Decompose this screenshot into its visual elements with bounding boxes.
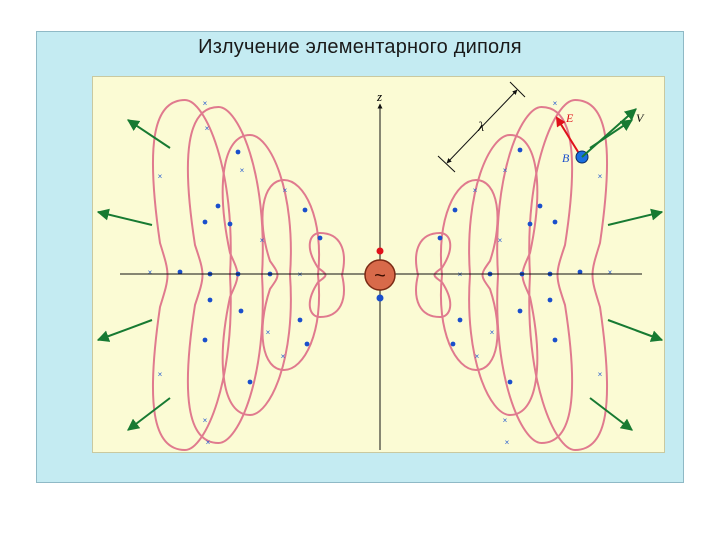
ac-source-icon: ~ xyxy=(374,265,386,287)
b-field-dot xyxy=(547,297,553,303)
field-line-loop xyxy=(261,178,321,372)
magnetic-field-marks: ××××××××××××××××××××××××× xyxy=(148,99,613,447)
b-field-dot xyxy=(517,308,523,314)
b-field-dot xyxy=(202,337,208,343)
b-field-cross: × xyxy=(505,438,510,447)
b-field-cross: × xyxy=(206,438,211,447)
v-vector-label: V xyxy=(636,111,645,125)
b-field-dot xyxy=(177,269,183,275)
b-field-cross: × xyxy=(283,186,288,195)
b-vector-label: B xyxy=(562,151,570,165)
b-field-cross: × xyxy=(203,416,208,425)
b-field-cross: × xyxy=(498,236,503,245)
b-field-cross: × xyxy=(266,328,271,337)
wavelength-dimension xyxy=(446,89,518,164)
b-field-dot xyxy=(537,203,543,209)
b-field-cross: × xyxy=(608,268,613,277)
b-field-cross: × xyxy=(475,352,480,361)
radiation-arrow xyxy=(96,319,153,342)
z-axis-label: z xyxy=(376,89,382,104)
radiation-arrow xyxy=(127,119,171,149)
b-field-cross: × xyxy=(240,166,245,175)
b-field-cross: × xyxy=(281,352,286,361)
radiation-arrow xyxy=(127,397,171,431)
b-field-dot xyxy=(517,147,523,153)
b-field-dot xyxy=(457,317,463,323)
b-field-dot xyxy=(317,235,323,241)
b-field-dot xyxy=(507,379,513,385)
radiation-arrow xyxy=(607,319,664,342)
b-field-dot xyxy=(215,203,221,209)
dipole-source xyxy=(364,259,396,291)
b-field-dot xyxy=(552,337,558,343)
b-field-dot xyxy=(452,207,458,213)
radiation-arrow xyxy=(607,208,664,226)
b-field-cross: × xyxy=(205,124,210,133)
b-field-cross: × xyxy=(260,236,265,245)
wavelength-tick xyxy=(437,155,456,173)
b-field-cross: × xyxy=(598,370,603,379)
b-field-cross: × xyxy=(473,186,478,195)
b-field-cross: × xyxy=(503,416,508,425)
b-field-cross: × xyxy=(553,99,558,108)
b-field-dot xyxy=(577,269,583,275)
field-line-loop xyxy=(151,98,232,452)
radiation-direction-arrows xyxy=(96,108,664,431)
b-field-cross: × xyxy=(490,328,495,337)
e-vector-label: E xyxy=(565,111,574,125)
field-line-loop xyxy=(496,105,574,445)
b-field-dot xyxy=(297,317,303,323)
field-line-loop xyxy=(186,105,264,445)
b-field-cross: × xyxy=(158,370,163,379)
b-field-dot xyxy=(437,235,443,241)
e-vector-arrow xyxy=(555,116,581,156)
field-line-loop xyxy=(439,178,499,372)
b-field-cross: × xyxy=(598,172,603,181)
b-field-dot xyxy=(207,297,213,303)
b-field-dot xyxy=(235,149,241,155)
wavelength-label: λ xyxy=(477,120,484,135)
field-line-loop xyxy=(415,231,452,319)
slide-title: Излучение элементарного диполя xyxy=(198,36,522,58)
b-field-dot xyxy=(302,207,308,213)
b-field-dot xyxy=(247,379,253,385)
b-field-dot xyxy=(304,341,310,347)
field-line-loop xyxy=(308,231,345,319)
radiation-arrow xyxy=(589,397,633,431)
b-field-dot xyxy=(227,221,233,227)
negative-charge xyxy=(376,294,384,302)
b-field-dot xyxy=(202,219,208,225)
b-field-cross: × xyxy=(148,268,153,277)
b-field-dot xyxy=(527,221,533,227)
radiation-arrow xyxy=(96,208,153,226)
b-field-dot xyxy=(238,308,244,314)
radiation-arrow xyxy=(581,108,637,158)
b-field-dot xyxy=(552,219,558,225)
b-field-cross: × xyxy=(203,99,208,108)
b-field-cross: × xyxy=(158,172,163,181)
positive-charge xyxy=(376,247,384,255)
field-line-loop xyxy=(528,98,609,452)
wavelength-tick xyxy=(509,81,526,98)
b-field-cross: × xyxy=(503,166,508,175)
b-field-dot xyxy=(450,341,456,347)
